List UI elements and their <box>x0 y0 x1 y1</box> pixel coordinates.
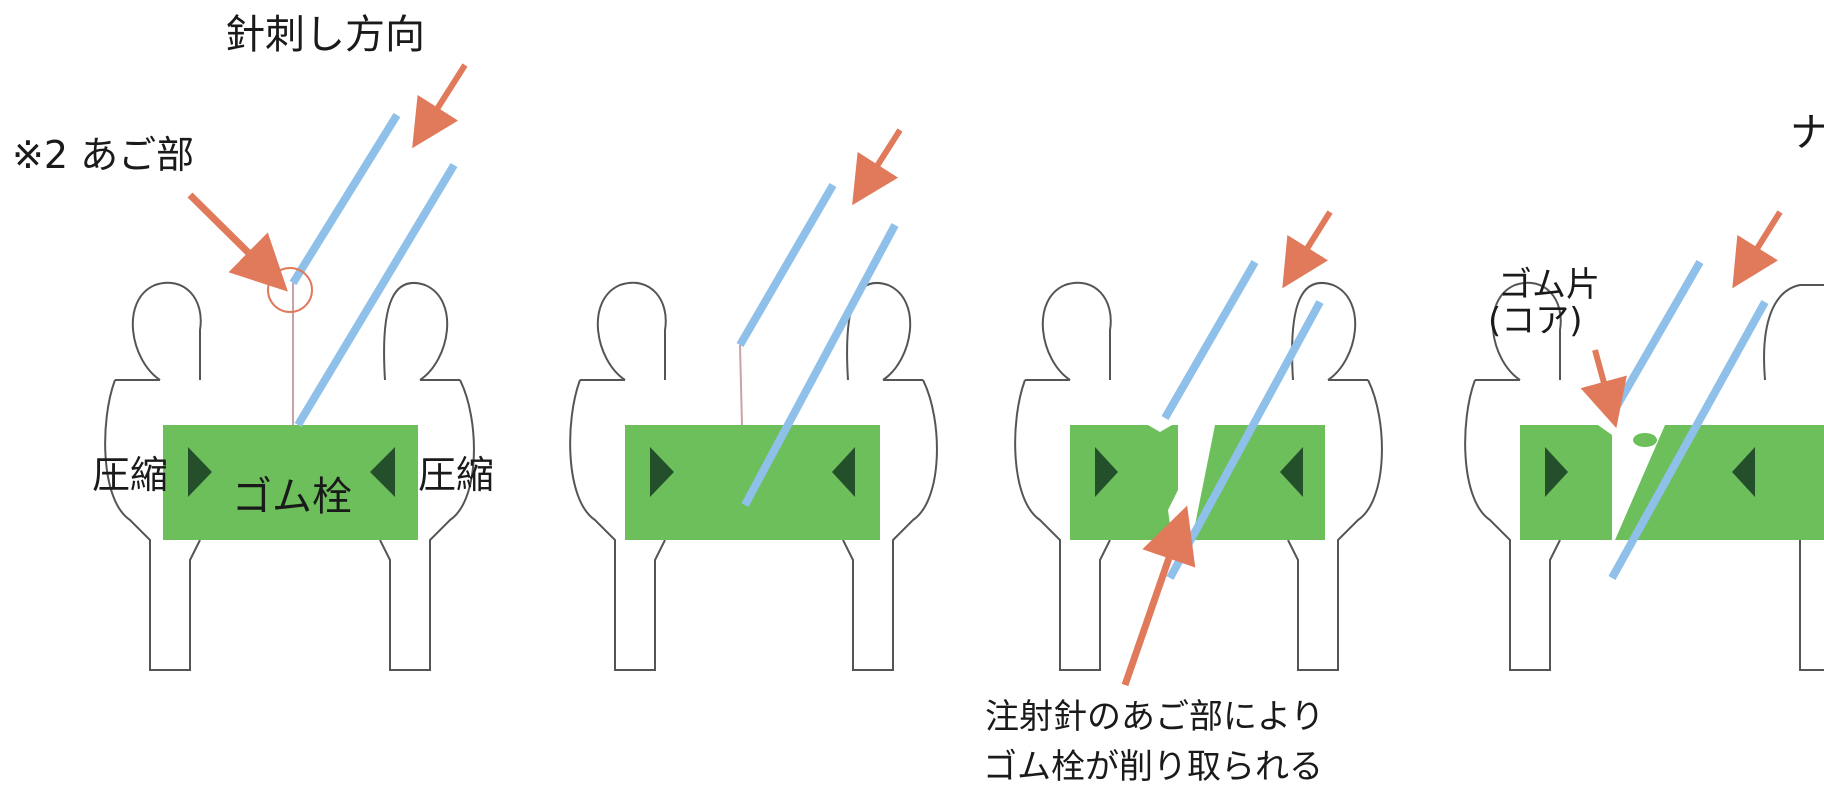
jaw-cut-arrow <box>1121 505 1196 687</box>
rubber-stopper <box>163 425 418 540</box>
core-arrow <box>1580 349 1627 429</box>
rubber-stopper-label: ゴム栓 <box>232 474 352 520</box>
needle-back-edge <box>1606 260 1704 420</box>
needle-back-edge <box>1161 260 1259 420</box>
vial-neck-outline <box>1014 281 1383 671</box>
triangle-left <box>370 447 395 497</box>
jaw-label: ※2 あご部 <box>12 133 194 177</box>
needle-tip-line <box>739 344 743 426</box>
rubber-stopper-right <box>1615 425 1824 540</box>
triangle-right <box>1095 447 1118 497</box>
vial-neck-outline <box>1464 281 1824 671</box>
panel-stage-2 <box>569 128 938 671</box>
cutoff-label: ナ <box>1790 110 1824 156</box>
triangle-left <box>832 447 855 497</box>
core-label: (コア) <box>1488 301 1583 341</box>
vial-neck-outline <box>569 281 938 671</box>
compress-right-label: 圧縮 <box>418 453 494 497</box>
caption-line-1: 注射針のあご部により <box>985 697 1324 737</box>
jaw-circle <box>267 267 313 313</box>
triangle-right <box>1545 447 1568 497</box>
caption-line-2: ゴム栓が削り取られる <box>983 747 1323 787</box>
panel-stage-1: 針刺し方向 ※2 あご部 圧縮 ゴム栓 圧縮 <box>12 12 494 671</box>
triangle-left <box>1280 447 1303 497</box>
triangle-right <box>188 447 212 497</box>
needle-direction-label: 針刺し方向 <box>225 12 425 58</box>
jaw-arrow <box>187 192 288 292</box>
needle-front-edge <box>294 162 458 428</box>
needle-front-edge <box>741 223 899 507</box>
rubber-fragment-label: ゴム片 <box>1498 265 1600 305</box>
triangle-right <box>650 447 674 497</box>
rubber-stopper-cut <box>1070 425 1178 540</box>
direction-arrow-4 <box>1732 210 1783 289</box>
rubber-stopper-right <box>1192 425 1325 540</box>
triangle-left <box>1732 447 1755 497</box>
panel-stage-3: 注射針のあご部により ゴム栓が削り取られる <box>983 210 1383 787</box>
direction-arrow-1 <box>412 63 468 149</box>
compress-left-label: 圧縮 <box>92 453 168 497</box>
rubber-core-fragment-small <box>1646 478 1654 486</box>
panel-stage-4: ゴム片 (コア) <box>1464 210 1824 671</box>
vial-neck-outline <box>104 281 475 671</box>
rubber-stopper <box>625 425 880 540</box>
rubber-stopper-left <box>1520 425 1612 540</box>
direction-arrow-2 <box>852 128 903 206</box>
needle-back-edge <box>736 182 837 348</box>
needle-back-edge <box>289 112 401 286</box>
rubber-core-fragment <box>1633 433 1657 447</box>
direction-arrow-3 <box>1282 210 1333 289</box>
needle-front-edge <box>1608 300 1769 580</box>
